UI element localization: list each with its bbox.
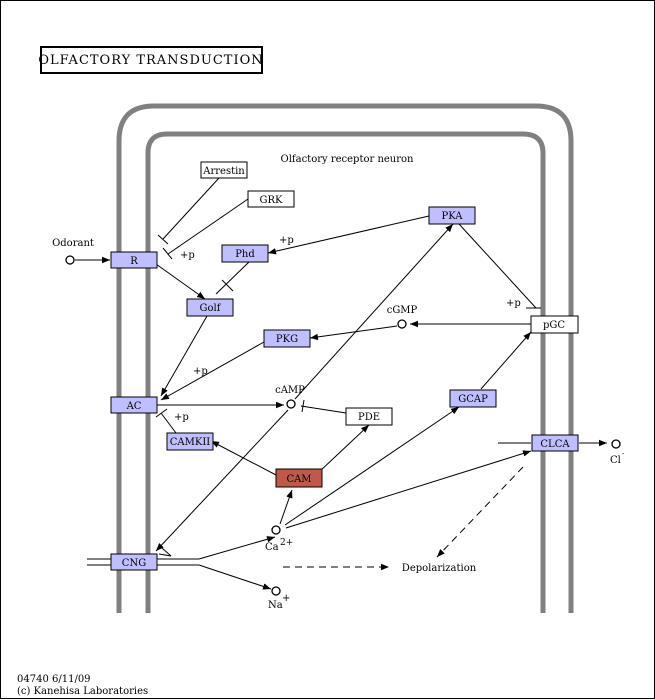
depolarization-label: Depolarization xyxy=(402,563,477,574)
node-cam[interactable]: CAM xyxy=(275,468,323,488)
compound-cl[interactable]: Cl - xyxy=(610,439,625,466)
node-pde[interactable]: PDE xyxy=(345,407,393,426)
compound-cgmp-label: cGMP xyxy=(387,305,418,316)
node-gcap[interactable]: GCAP xyxy=(449,389,497,408)
compound-na[interactable]: Na + xyxy=(268,586,290,611)
compound-na-charge: + xyxy=(282,593,290,604)
compound-camp[interactable]: cAMP xyxy=(275,385,305,409)
node-pkg-label: PKG xyxy=(276,334,298,345)
edge-label-p-pkg: +p xyxy=(193,366,208,377)
node-arrestin-label: Arrestin xyxy=(202,166,245,177)
compound-ca-label: Ca xyxy=(265,542,279,553)
edges xyxy=(75,177,607,590)
node-golf[interactable]: Golf xyxy=(186,298,234,317)
edge-label-p-phd: +p xyxy=(279,235,294,246)
node-pgc-label: pGC xyxy=(543,320,565,331)
node-camkii[interactable]: CAMKII xyxy=(166,432,214,451)
compound-ca-charge: 2+ xyxy=(280,538,293,548)
node-phd[interactable]: Phd xyxy=(221,244,269,263)
node-arrestin[interactable]: Arrestin xyxy=(200,161,248,179)
footer-copyright: (c) Kanehisa Laboratories xyxy=(17,686,148,697)
node-clca[interactable]: CLCA xyxy=(531,434,579,452)
node-pka-label: PKA xyxy=(441,211,463,222)
node-pkg[interactable]: PKG xyxy=(263,329,311,348)
compound-camp-label: cAMP xyxy=(275,385,305,396)
node-r[interactable]: R xyxy=(110,251,158,269)
node-phd-label: Phd xyxy=(235,249,255,260)
map-title-text: OLFACTORY TRANSDUCTION xyxy=(38,53,263,68)
node-golf-label: Golf xyxy=(200,303,222,314)
node-grk[interactable]: GRK xyxy=(247,190,295,208)
node-pgc[interactable]: pGC xyxy=(530,315,579,334)
edge-label-p-ac: +p xyxy=(174,412,189,423)
compound-na-label: Na xyxy=(268,600,283,611)
compound-odorant-label: Odorant xyxy=(52,238,94,249)
compound-ca[interactable]: Ca 2+ xyxy=(265,525,293,553)
node-grk-label: GRK xyxy=(260,195,284,206)
node-pka[interactable]: PKA xyxy=(428,206,476,225)
node-r-label: R xyxy=(130,256,138,267)
cell-label: Olfactory receptor neuron xyxy=(281,154,415,165)
node-ac-label: AC xyxy=(126,401,142,412)
node-cam-label: CAM xyxy=(286,474,311,485)
compound-cgmp[interactable]: cGMP xyxy=(387,305,418,329)
node-clca-label: CLCA xyxy=(540,439,570,450)
node-ac[interactable]: AC xyxy=(110,396,158,414)
node-cng-label: CNG xyxy=(122,558,146,569)
edge-label-p-pgc: +p xyxy=(506,298,521,309)
node-cng[interactable]: CNG xyxy=(110,553,158,571)
node-pde-label: PDE xyxy=(358,412,380,423)
edge-label-p-r: +p xyxy=(180,250,195,261)
compound-cl-label: Cl xyxy=(610,455,621,466)
compound-odorant[interactable]: Odorant xyxy=(52,238,94,265)
node-camkii-label: CAMKII xyxy=(170,437,211,448)
node-gcap-label: GCAP xyxy=(458,394,488,405)
compound-cl-charge: - xyxy=(622,450,625,458)
map-title: OLFACTORY TRANSDUCTION xyxy=(38,46,263,74)
cell-membrane xyxy=(116,103,574,613)
footer-map-id: 04740 6/11/09 xyxy=(17,674,91,685)
